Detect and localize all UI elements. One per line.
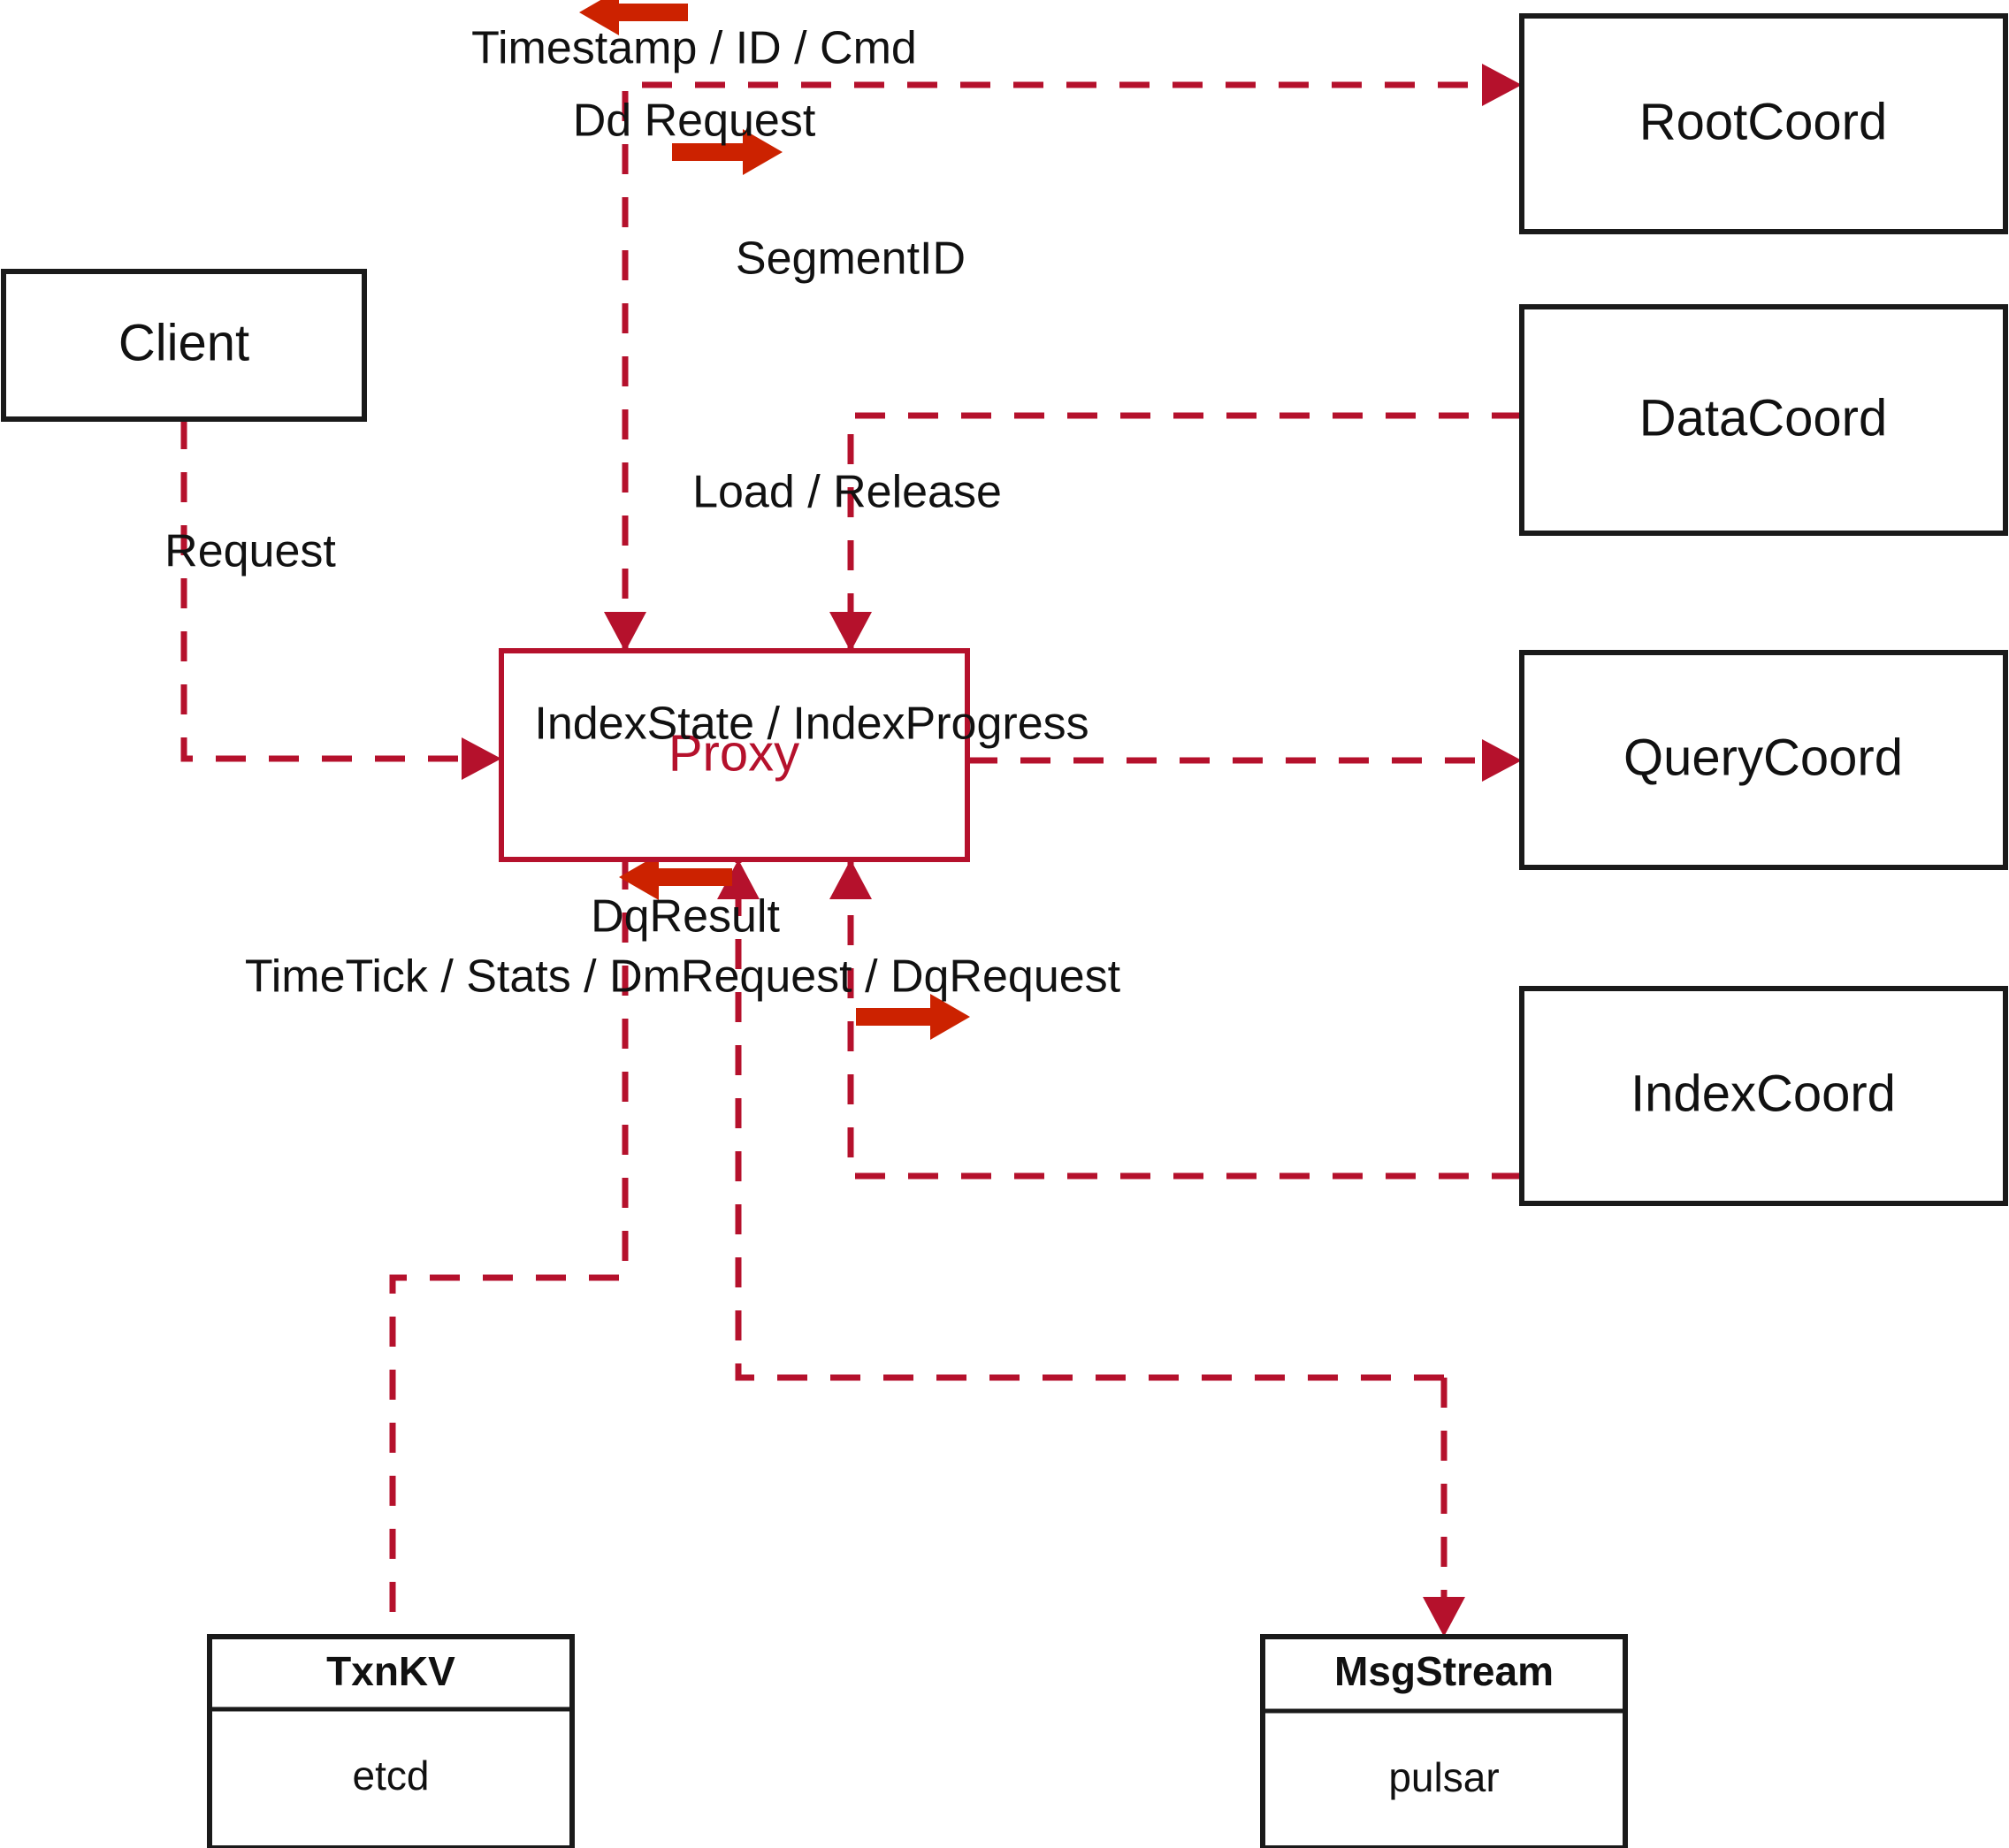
edge-label-segmentid: SegmentID xyxy=(736,233,966,285)
node-txnkv-box[interactable] xyxy=(207,1634,575,1848)
node-txnkv[interactable]: TxnKV etcd xyxy=(207,1634,575,1848)
node-msgstream-title: MsgStream xyxy=(1334,1648,1554,1694)
edge-label-dqresult: DqResult xyxy=(591,891,780,943)
flow-proxy-to-querycoord xyxy=(967,739,1522,782)
node-proxy-box[interactable] xyxy=(499,648,970,862)
flow-line-indexcoord-proxy xyxy=(847,859,1522,1180)
node-indexcoord-label: IndexCoord xyxy=(1631,1065,1896,1122)
arrowhead-proxy-bottom-mid xyxy=(717,859,760,899)
node-msgstream-box[interactable] xyxy=(1260,1634,1628,1848)
node-proxy[interactable]: Proxy xyxy=(499,648,970,862)
arrowhead-proxy-left xyxy=(462,737,501,780)
node-proxy-label: Proxy xyxy=(668,724,799,782)
flow-line-datacoord-proxy xyxy=(847,412,1522,652)
flow-proxy-to-msgstream xyxy=(1423,1378,1465,1637)
flow-proxy-to-rootcoord xyxy=(604,64,1522,652)
node-indexcoord[interactable]: IndexCoord xyxy=(1519,986,2008,1206)
node-msgstream[interactable]: MsgStream pulsar xyxy=(1260,1634,1628,1848)
bold-arrow-dqrequest-head xyxy=(930,994,970,1040)
arrowhead-rootcoord xyxy=(1482,64,1522,106)
bold-arrow-dqresult xyxy=(619,854,732,900)
bold-arrow-dd-request-head xyxy=(743,129,783,175)
flow-line-proxy-txnkv xyxy=(389,859,629,1637)
node-datacoord-box[interactable] xyxy=(1519,304,2008,536)
edge-label-dd-request: Dd Request xyxy=(573,95,816,147)
arrowhead-proxy-top-right xyxy=(829,612,872,652)
bold-arrow-dqresult-head xyxy=(619,854,659,900)
arrowhead-msgstream xyxy=(1423,1597,1465,1637)
node-msgstream-subtitle: pulsar xyxy=(1388,1754,1499,1800)
node-querycoord-label: QueryCoord xyxy=(1623,729,1903,786)
node-querycoord[interactable]: QueryCoord xyxy=(1519,650,2008,870)
node-client-box[interactable] xyxy=(1,269,367,422)
node-rootcoord-box[interactable] xyxy=(1519,13,2008,234)
edge-label-timetick-stats-dmrequest-dqrequest: TimeTick / Stats / DmRequest / DqRequest xyxy=(245,951,1121,1003)
flow-datacoord-to-proxy xyxy=(829,412,1522,652)
node-rootcoord-label: RootCoord xyxy=(1639,93,1887,150)
edge-label-load-release: Load / Release xyxy=(692,467,1002,518)
node-client-label: Client xyxy=(118,314,249,371)
arrowhead-proxy-bottom-right xyxy=(829,859,872,899)
flow-line-msgstream-proxy xyxy=(735,859,1444,1381)
flow-client-to-proxy xyxy=(180,419,501,780)
node-indexcoord-box[interactable] xyxy=(1519,986,2008,1206)
node-txnkv-title: TxnKV xyxy=(326,1648,455,1694)
bold-arrow-timestamp xyxy=(579,0,688,35)
flow-indexcoord-to-proxy xyxy=(829,859,1522,1180)
node-client[interactable]: Client xyxy=(1,269,367,422)
bold-arrow-timestamp-head xyxy=(579,0,619,35)
flow-msgstream-to-proxy xyxy=(717,859,1444,1381)
node-querycoord-box[interactable] xyxy=(1519,650,2008,870)
edge-label-request: Request xyxy=(164,526,336,577)
node-txnkv-subtitle: etcd xyxy=(353,1753,430,1798)
flow-line-proxy-rootcoord xyxy=(622,81,1503,652)
node-rootcoord[interactable]: RootCoord xyxy=(1519,13,2008,234)
flow-proxy-to-txnkv xyxy=(389,859,629,1637)
edge-label-indexstate-indexprogress: IndexState / IndexProgress xyxy=(534,699,1089,750)
node-datacoord-label: DataCoord xyxy=(1639,389,1887,447)
bold-arrow-dd-request xyxy=(672,129,783,175)
bold-arrow-dqrequest xyxy=(856,994,970,1040)
arrowhead-querycoord xyxy=(1482,739,1522,782)
arrowhead-proxy-top-left xyxy=(604,612,646,652)
node-datacoord[interactable]: DataCoord xyxy=(1519,304,2008,536)
flow-line-client-proxy xyxy=(180,419,483,762)
edge-label-timestamp-id-cmd: Timestamp / ID / Cmd xyxy=(471,23,917,74)
